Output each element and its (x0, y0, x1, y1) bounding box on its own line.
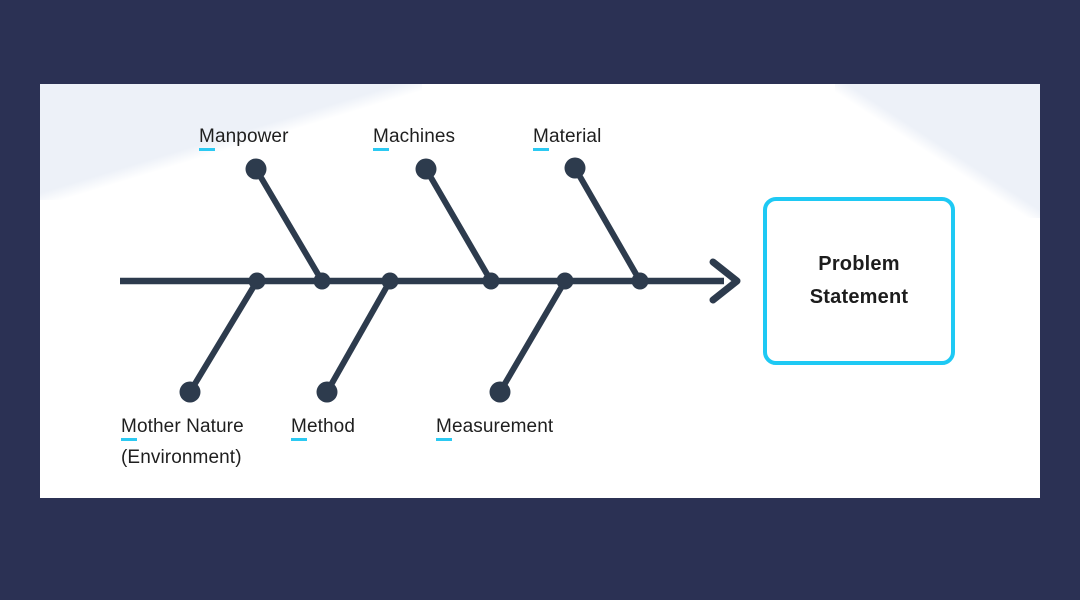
cause-label-manpower: Manpower (199, 126, 289, 151)
problem-statement-line2: Statement (809, 286, 909, 308)
junction-dot-4 (482, 272, 500, 290)
cause-initial-measurement: M (436, 416, 452, 441)
bone-manpower (253, 167, 325, 283)
cause-rest-measurement: easurement (451, 416, 554, 437)
dot-method-end (316, 381, 338, 403)
cause-initial-material: M (533, 126, 549, 151)
cause-label-mother-nature: Mother Nature (Environment) (121, 416, 244, 469)
cause-label-material: Material (533, 126, 602, 151)
cause-label-measurement: Measurement (436, 416, 554, 441)
dot-mother-nature-end (179, 381, 201, 403)
dot-machines-end (415, 158, 437, 180)
cause-initial-manpower: M (199, 126, 215, 151)
arrowhead-icon (709, 258, 741, 304)
cause-label-machines: Machines (373, 126, 456, 151)
bone-mother-nature (187, 279, 260, 394)
cause-label-environment: (Environment) (121, 447, 242, 468)
bone-measurement (497, 279, 568, 394)
cause-rest-manpower: anpower (214, 126, 289, 147)
cause-rest-method: ethod (306, 416, 355, 437)
junction-dot-3 (381, 272, 399, 290)
dot-measurement-end (489, 381, 511, 403)
cause-initial-method: M (291, 416, 307, 441)
cause-initial-machines: M (373, 126, 389, 151)
cause-initial-mother-nature: M (121, 416, 137, 441)
dot-manpower-end (245, 158, 267, 180)
junction-dot-2 (313, 272, 331, 290)
junction-dot-6 (631, 272, 649, 290)
bone-machines (423, 167, 494, 283)
cause-label-method: Method (291, 416, 355, 441)
bone-material (572, 166, 643, 283)
cause-rest-machines: achines (388, 126, 456, 147)
bone-method (324, 279, 393, 394)
cause-rest-mother-nature: other Nature (136, 416, 244, 437)
problem-statement-box: Problem Statement (763, 197, 955, 365)
problem-statement-line1: Problem (818, 253, 900, 275)
cause-rest-material: aterial (548, 126, 602, 147)
dot-material-end (564, 157, 586, 179)
junction-dot-1 (248, 272, 266, 290)
junction-dot-5 (556, 272, 574, 290)
